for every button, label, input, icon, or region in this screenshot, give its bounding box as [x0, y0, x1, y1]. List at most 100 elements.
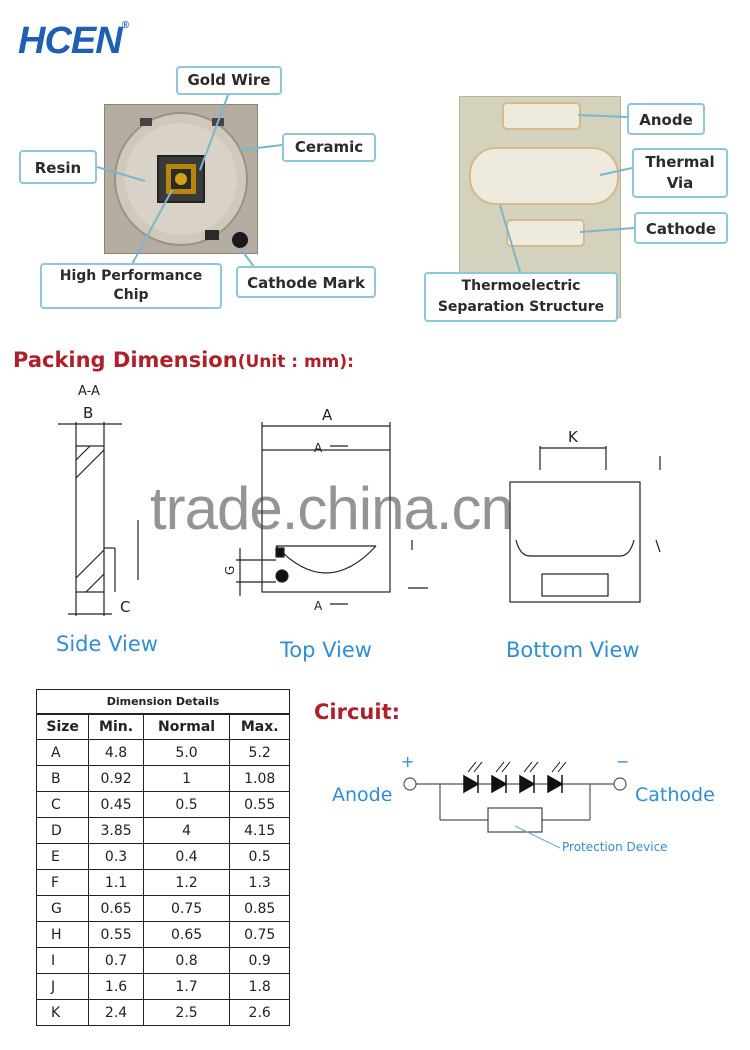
cell-min: 0.92 — [88, 765, 144, 792]
label-k: K — [568, 428, 579, 446]
dimension-table: Dimension Details Size Min. Normal Max. … — [35, 689, 290, 1026]
callout-resin-text: Resin — [34, 159, 82, 177]
label-g: G — [223, 566, 237, 575]
label-section-aa: A-A — [78, 384, 100, 399]
bottom-view-label: Bottom View — [506, 638, 640, 662]
cell-normal: 1 — [142, 765, 231, 792]
label-ar-bottom: A — [314, 599, 323, 613]
cell-normal: 2.5 — [142, 999, 231, 1026]
top-view-label: Top View — [280, 638, 372, 662]
cell-size: H — [35, 921, 90, 948]
callout-high-performance-chip: High Performance Chip — [40, 263, 222, 309]
cell-max: 1.8 — [229, 973, 290, 1000]
cell-size: B — [35, 765, 90, 792]
cell-min: 1.6 — [88, 973, 144, 1000]
cell-size: G — [35, 895, 90, 922]
header-normal: Normal — [142, 713, 231, 740]
cell-min: 0.55 — [88, 921, 144, 948]
table-caption: Dimension Details — [36, 689, 290, 715]
circuit-minus: − — [616, 752, 630, 771]
callout-cathode: Cathode — [634, 212, 728, 244]
cell-normal: 0.75 — [142, 895, 231, 922]
label-a-top: A — [322, 406, 333, 424]
circuit-title: Circuit: — [314, 700, 400, 724]
registered-mark: ® — [121, 20, 129, 31]
cell-max: 4.15 — [229, 817, 290, 844]
brand-logo: HCEN® — [18, 20, 129, 63]
cell-size: J — [35, 973, 90, 1000]
led-diodes — [463, 774, 564, 794]
cell-size: F — [35, 869, 90, 896]
circuit-plus: + — [401, 752, 415, 771]
watermark: trade.china.cn — [150, 475, 514, 542]
callout-chip-line2: Chip — [113, 287, 149, 303]
cell-normal: 5.0 — [142, 739, 231, 766]
callout-ceramic-text: Ceramic — [294, 138, 364, 156]
cell-normal: 4 — [142, 817, 231, 844]
cell-min: 4.8 — [88, 739, 144, 766]
callout-thermo-line2: Separation Structure — [437, 299, 605, 315]
table-header-row: Size Min. Normal Max. — [35, 713, 290, 740]
callout-thermal-via: Thermal Via — [632, 148, 728, 198]
callout-anode: Anode — [627, 103, 705, 135]
cell-size: D — [35, 817, 90, 844]
chip-photo-details — [114, 112, 248, 248]
cell-normal: 1.7 — [142, 973, 231, 1000]
pad-photo-details — [469, 102, 619, 247]
cell-size: A — [35, 739, 90, 766]
callout-thermal-line2: Via — [666, 174, 694, 192]
cell-max: 1.3 — [229, 869, 290, 896]
label-ar-top: A — [314, 441, 323, 455]
header-size: Size — [35, 713, 90, 740]
cell-size: C — [35, 791, 90, 818]
header-max: Max. — [229, 713, 290, 740]
circuit-anode-label: Anode — [332, 784, 393, 806]
cell-min: 0.7 — [88, 947, 144, 974]
callout-ceramic: Ceramic — [282, 133, 376, 162]
cell-normal: 0.5 — [142, 791, 231, 818]
cell-max: 0.9 — [229, 947, 290, 974]
cell-min: 0.45 — [88, 791, 144, 818]
cell-max: 0.75 — [229, 921, 290, 948]
cell-size: I — [35, 947, 90, 974]
cell-max: 2.6 — [229, 999, 290, 1026]
callout-thermoelectric: Thermoelectric Separation Structure — [424, 272, 618, 322]
callout-anode-text: Anode — [639, 111, 693, 129]
callout-thermal-line1: Thermal — [645, 153, 715, 171]
cell-normal: 0.8 — [142, 947, 231, 974]
packing-title-text: Packing Dimension — [13, 348, 238, 372]
bottom-view-drawing — [509, 446, 661, 603]
cell-normal: 1.2 — [142, 869, 231, 896]
cell-size: K — [35, 999, 90, 1026]
cell-min: 3.85 — [88, 817, 144, 844]
label-b: B — [83, 404, 93, 422]
cell-max: 5.2 — [229, 739, 290, 766]
cell-max: 0.85 — [229, 895, 290, 922]
callout-gold-wire: Gold Wire — [176, 66, 282, 95]
callout-thermo-line1: Thermoelectric — [461, 278, 581, 294]
callout-chip-line1: High Performance — [59, 268, 203, 284]
cell-normal: 0.4 — [142, 843, 231, 870]
callout-resin: Resin — [19, 150, 97, 184]
cell-max: 0.5 — [229, 843, 290, 870]
callout-arrows — [96, 94, 635, 273]
packing-unit-text: (Unit : mm): — [237, 352, 354, 372]
callout-cathode-text: Cathode — [645, 220, 717, 238]
cell-max: 1.08 — [229, 765, 290, 792]
cell-min: 0.65 — [88, 895, 144, 922]
protection-device-label: Protection Device — [562, 840, 668, 854]
cell-max: 0.55 — [229, 791, 290, 818]
cell-min: 1.1 — [88, 869, 144, 896]
label-c: C — [120, 598, 130, 616]
top-view-drawing — [236, 422, 428, 605]
